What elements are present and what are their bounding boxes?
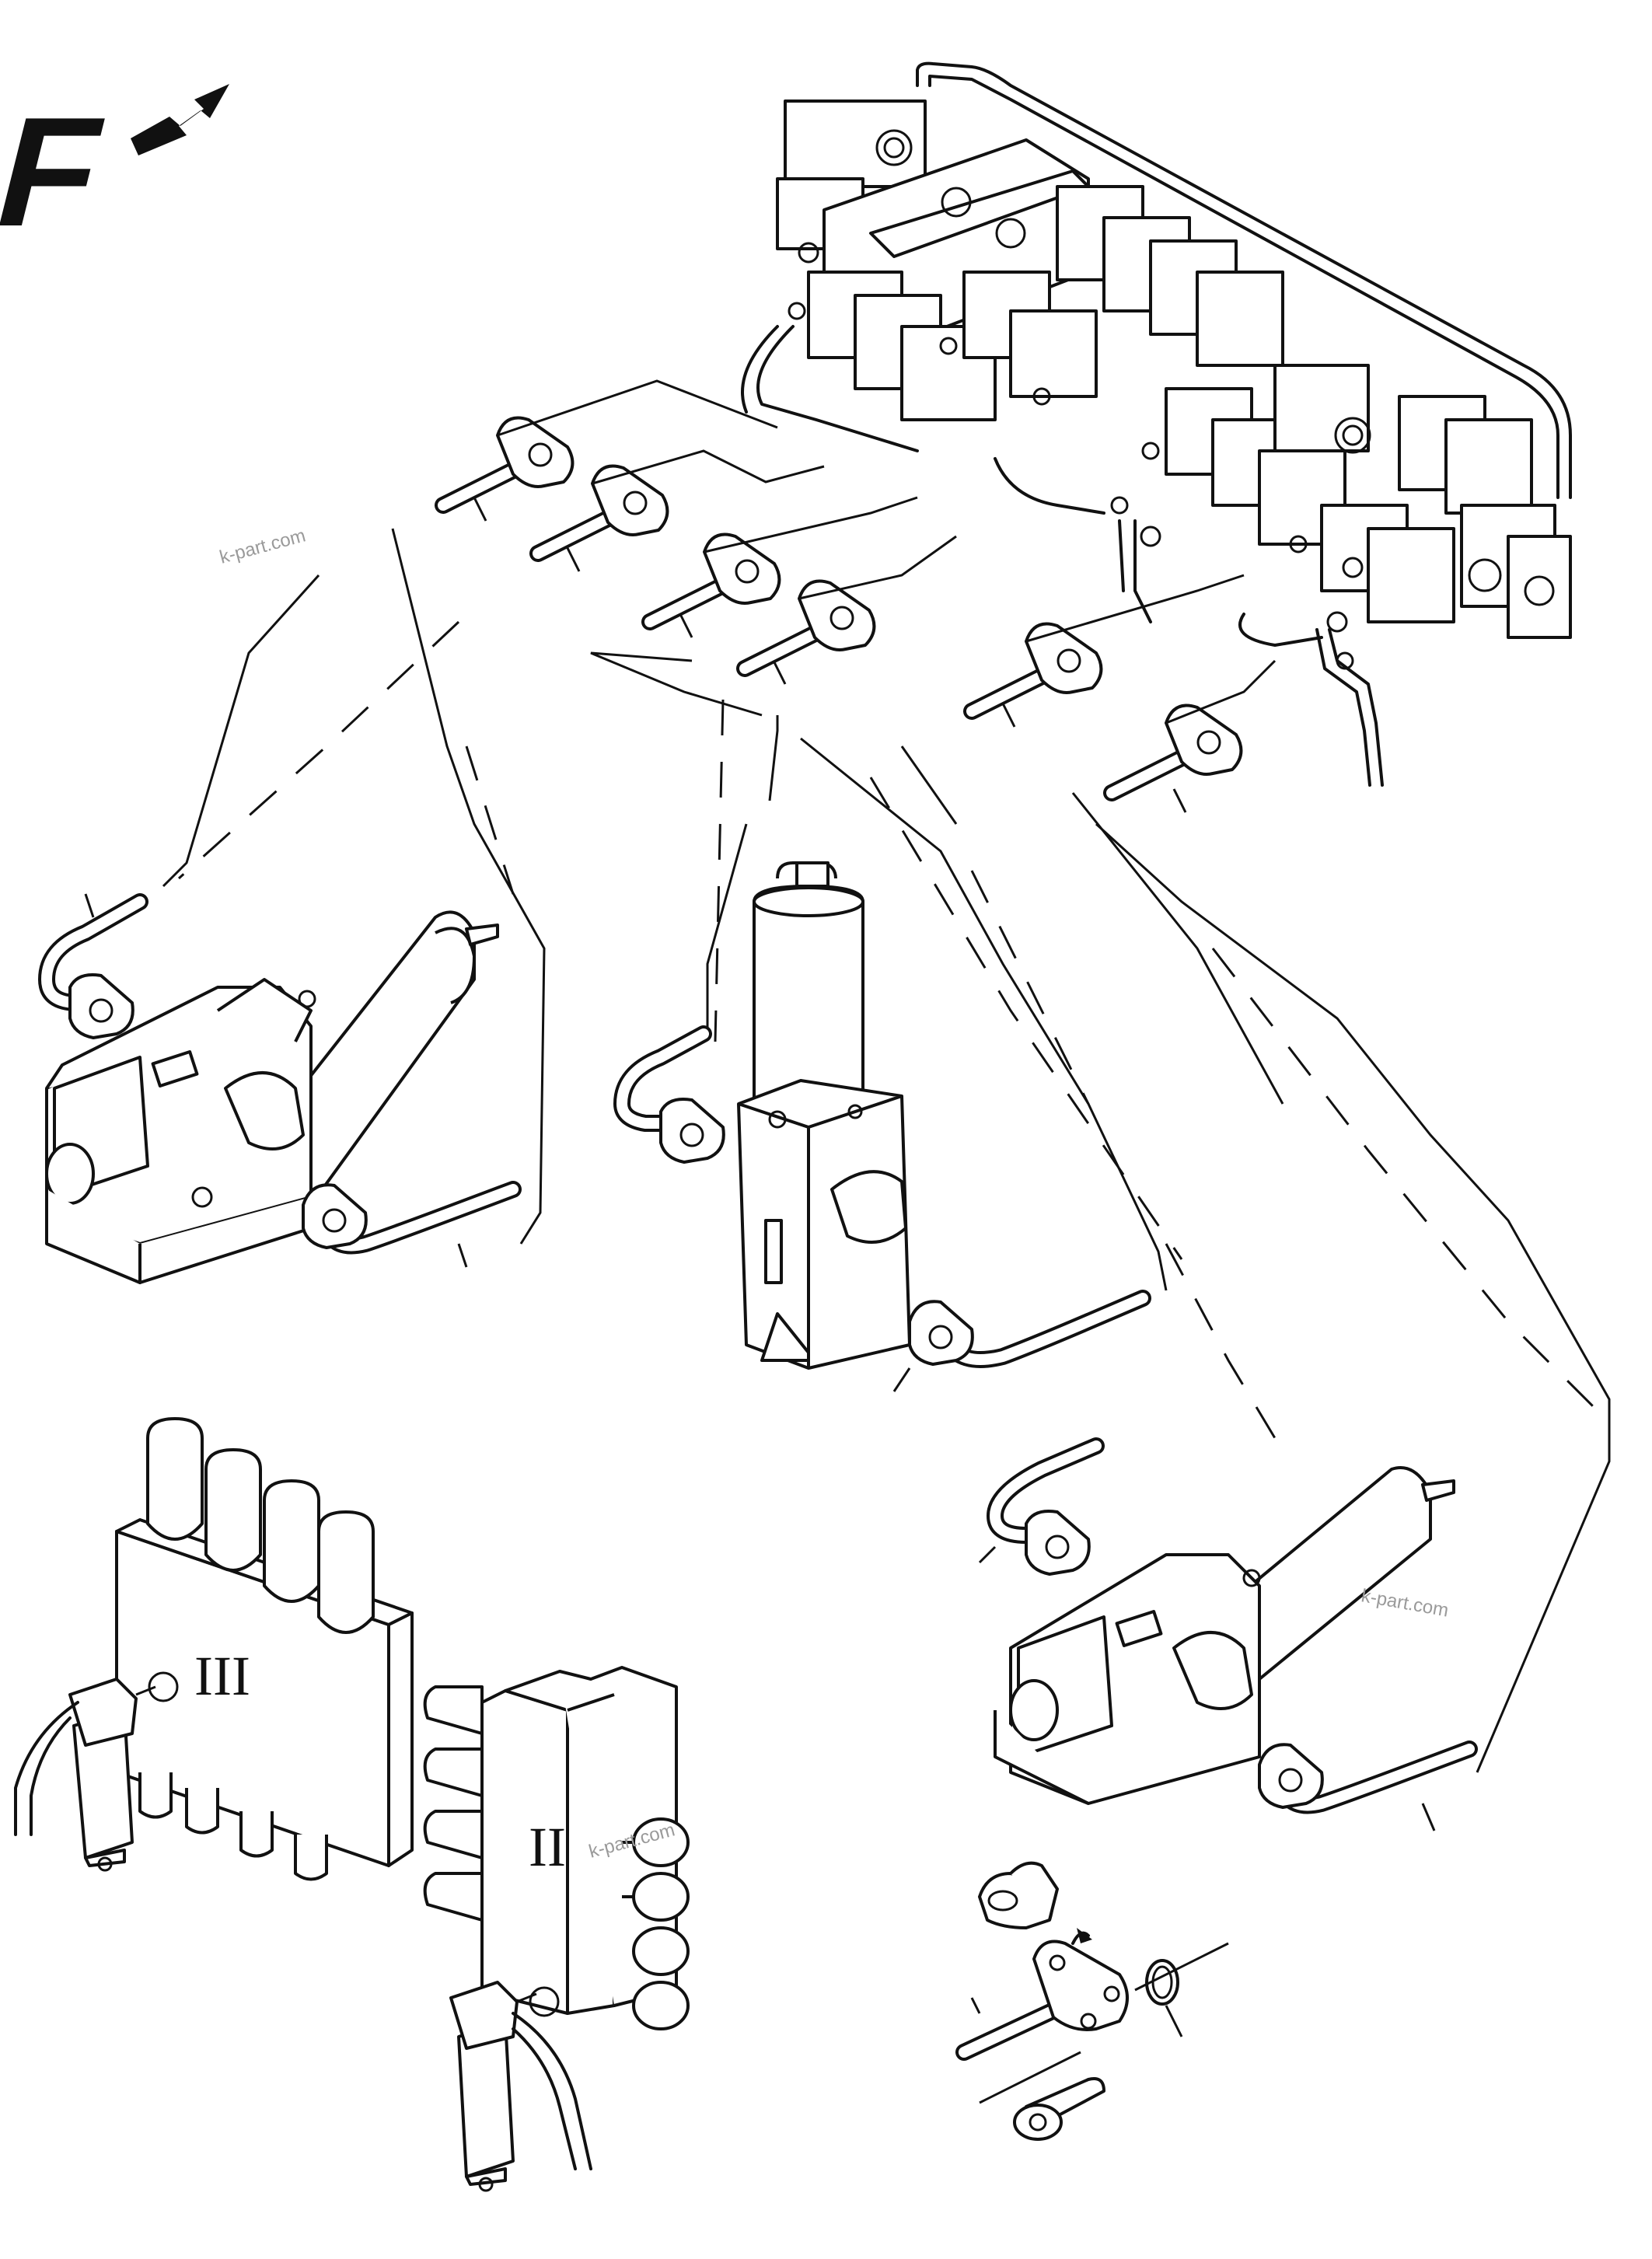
straight-pipe-leaders [473, 497, 1187, 813]
straight-pipe-2 [529, 464, 669, 562]
straight-pipe-5 [963, 622, 1103, 720]
group-three-label: III [194, 1645, 250, 1707]
watermark-right: k-part.com [1360, 1585, 1450, 1621]
straight-pipe-4 [736, 579, 876, 677]
flange-detail [955, 1861, 1229, 2141]
valve-block-three: III [14, 1417, 414, 1881]
watermark-left: k-part.com [218, 525, 308, 567]
straight-pipe-6 [1103, 704, 1243, 801]
left-pump [45, 910, 499, 1284]
center-valve-bent-pipe-upper [613, 1025, 725, 1164]
control-valve-assembly [741, 61, 1572, 787]
right-pump-bent-pipe-upper [978, 1437, 1105, 1576]
center-valve-unit [737, 861, 911, 1370]
right-pump [994, 1466, 1455, 1805]
view-indicator: F [0, 84, 229, 259]
group-two-label: II [529, 1816, 566, 1878]
right-pump-bent-pipe-lower [1258, 1741, 1478, 1831]
center-valve-bent-pipe-lower [892, 1290, 1151, 1392]
left-pump-bent-pipe-lower [302, 1181, 522, 1268]
straight-pipe-3 [641, 532, 781, 630]
straight-pipe-1 [435, 416, 575, 514]
valve-block-two: II [423, 1666, 690, 2192]
connection-lines [162, 379, 1611, 1773]
arrow-northeast-icon [131, 84, 229, 155]
dashed-connection-lines [177, 620, 1603, 1439]
left-pump-bent-pipe-upper [38, 893, 148, 1039]
view-label: F [0, 86, 119, 260]
